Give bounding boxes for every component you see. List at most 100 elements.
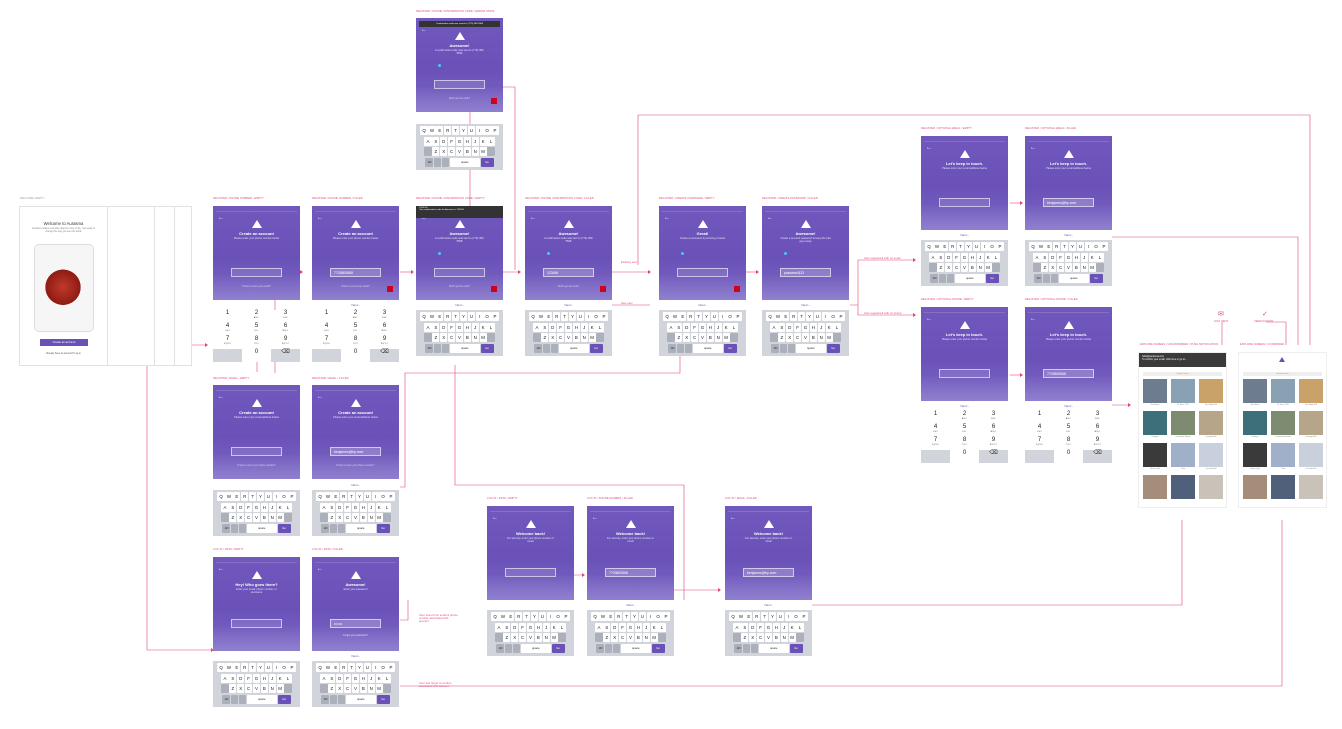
key[interactable]: T [560,312,569,321]
aura-thumbnail[interactable] [1199,475,1223,499]
key[interactable]: U [264,663,272,672]
key[interactable]: A [770,322,778,332]
key[interactable]: T [451,312,460,321]
key[interactable]: K [650,622,658,632]
key[interactable]: N [1080,263,1088,272]
key[interactable]: Z [432,333,440,342]
key[interactable]: I [272,492,280,501]
key[interactable]: U [576,312,584,321]
next-button[interactable]: Next › [1025,402,1112,411]
key[interactable]: A [733,622,741,632]
mic-key[interactable] [551,343,559,353]
key[interactable]: H [463,322,471,332]
next-button[interactable]: Next › [587,601,674,610]
key[interactable]: N [714,333,722,342]
numbers-key[interactable]: 123 [222,694,231,704]
key[interactable]: P [600,312,608,321]
space-key[interactable]: space [449,343,480,353]
key[interactable]: R [753,612,761,621]
key[interactable]: T [347,492,356,501]
key[interactable]: V [351,513,360,522]
key[interactable]: W [225,492,233,501]
numpad-key[interactable] [312,349,341,362]
key[interactable]: Y [630,612,639,621]
key[interactable]: Z [675,333,683,342]
aura-thumbnail[interactable]: First Flight Fall [1199,379,1223,406]
key[interactable]: O [988,242,996,251]
numpad-key[interactable]: 0 [1054,450,1083,463]
delete-key[interactable] [658,633,666,642]
key[interactable]: X [511,633,519,642]
back-arrow-icon[interactable]: ← [1030,316,1036,322]
key[interactable]: Z [503,633,511,642]
key[interactable]: V [455,147,464,156]
key[interactable]: Q [316,492,324,501]
key[interactable]: B [260,513,268,522]
key[interactable]: E [782,312,790,321]
key[interactable]: L [383,502,391,512]
key[interactable]: Q [420,126,428,135]
mic-key[interactable] [1051,273,1059,283]
key[interactable]: A [424,322,432,332]
key[interactable]: Y [256,663,265,672]
key[interactable]: A [595,622,603,632]
key[interactable]: K [375,502,383,512]
key[interactable]: F [557,322,565,332]
key[interactable]: A [495,622,503,632]
space-key[interactable]: space [692,343,723,353]
key[interactable]: G [455,136,464,146]
key[interactable]: B [706,333,714,342]
delete-key[interactable] [383,684,391,693]
key[interactable]: L [487,136,495,146]
key[interactable]: W [737,612,745,621]
key[interactable]: N [268,513,276,522]
key[interactable]: F [619,622,627,632]
mic-key[interactable] [751,643,759,653]
key[interactable]: V [252,684,261,693]
key[interactable]: W [537,312,545,321]
aura-thumbnail[interactable]: Hi There CPR [1171,379,1195,406]
key[interactable]: T [760,612,769,621]
go-key[interactable]: Go [480,343,494,353]
key[interactable]: E [545,312,553,321]
key[interactable]: F [448,136,456,146]
key[interactable]: Z [432,147,440,156]
key[interactable]: O [592,312,600,321]
key[interactable]: M [788,633,796,642]
shift-key[interactable] [770,333,778,342]
key[interactable]: B [463,333,471,342]
key[interactable]: G [351,502,360,512]
space-key[interactable]: space [954,273,985,283]
key[interactable]: D [945,252,953,262]
key[interactable]: D [1049,252,1057,262]
key[interactable]: O [654,612,662,621]
key[interactable]: G [960,252,969,262]
key[interactable]: C [1057,263,1065,272]
aura-thumbnail[interactable]: First Flight Fall [1299,379,1323,406]
key[interactable]: Q [217,663,225,672]
key[interactable]: F [344,502,352,512]
key[interactable]: Q [729,612,737,621]
key[interactable]: G [252,502,261,512]
key[interactable]: J [471,136,479,146]
key[interactable]: E [332,663,340,672]
key[interactable]: K [1088,252,1096,262]
key[interactable]: Y [964,242,973,251]
numbers-key[interactable]: 123 [321,523,330,533]
key[interactable]: O [554,612,562,621]
key[interactable]: J [714,322,722,332]
key[interactable]: Y [702,312,711,321]
delete-key[interactable] [730,333,738,342]
key[interactable]: V [960,263,969,272]
key[interactable]: P [387,663,395,672]
key[interactable]: A [424,136,432,146]
numpad-key[interactable] [1025,450,1054,463]
emoji-key[interactable] [231,694,239,704]
delete-key[interactable] [487,333,495,342]
